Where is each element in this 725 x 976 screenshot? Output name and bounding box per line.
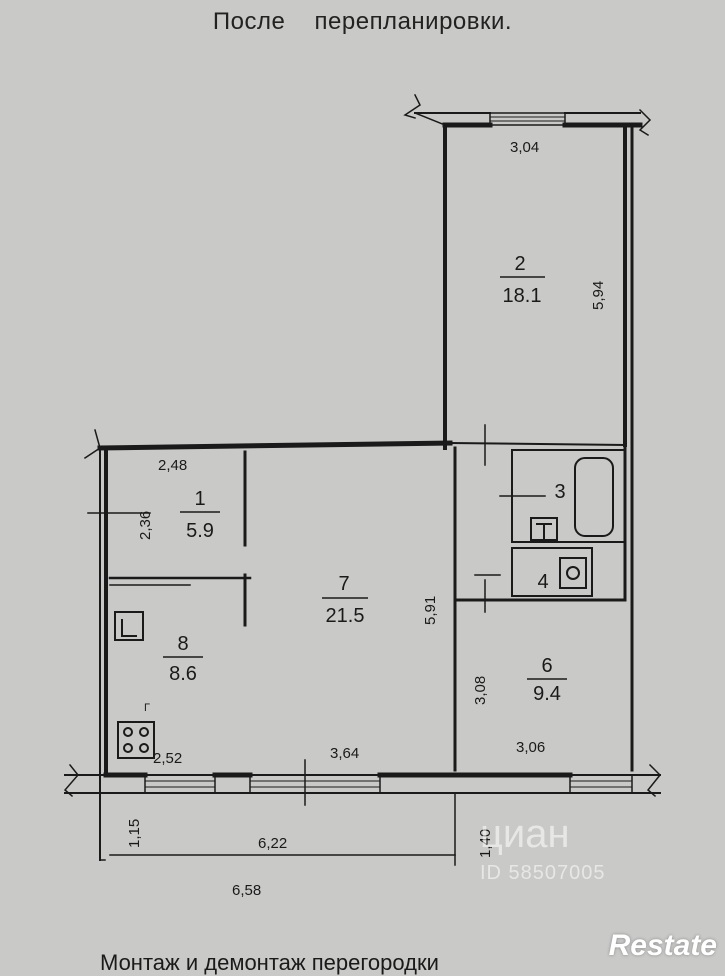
- brand-logo: Restate: [608, 929, 717, 962]
- room-8-number: 8: [177, 633, 188, 655]
- room-6-number: 6: [541, 655, 552, 677]
- dim-6-58: 6,58: [232, 882, 261, 899]
- room-3-number: 3: [554, 481, 565, 503]
- footer-note: Монтаж и демонтаж перегородки: [100, 950, 439, 975]
- room-2-area: 18.1: [503, 285, 542, 307]
- dim-2-48: 2,48: [158, 457, 187, 474]
- dim-6-22: 6,22: [258, 835, 287, 852]
- room-1-number: 1: [194, 488, 205, 510]
- dim-1-40: 1,40: [477, 829, 494, 858]
- room-7-number: 7: [338, 573, 349, 595]
- page-title: После перепланировки.: [212, 8, 513, 35]
- dim-5-94: 5,94: [590, 281, 607, 310]
- room-2-number: 2: [514, 253, 525, 275]
- dim-3-64: 3,64: [330, 745, 359, 762]
- dim-3-06: 3,06: [516, 739, 545, 756]
- dim-5-91: 5,91: [422, 596, 439, 625]
- watermark-text: циан: [480, 812, 570, 856]
- room-4-number: 4: [537, 571, 548, 593]
- dim-1-15: 1,15: [126, 819, 143, 848]
- watermark-id: ID 58507005: [480, 862, 606, 884]
- dim-3-04: 3,04: [510, 139, 539, 156]
- stove-mark: Г: [144, 702, 150, 714]
- dim-2-52: 2,52: [153, 750, 182, 767]
- room-7-area: 21.5: [326, 605, 365, 627]
- dim-3-08: 3,08: [472, 676, 489, 705]
- room-6-area: 9.4: [533, 683, 561, 705]
- room-8-area: 8.6: [169, 663, 197, 685]
- dim-2-36: 2,36: [137, 511, 154, 540]
- room-1-area: 5.9: [186, 520, 214, 542]
